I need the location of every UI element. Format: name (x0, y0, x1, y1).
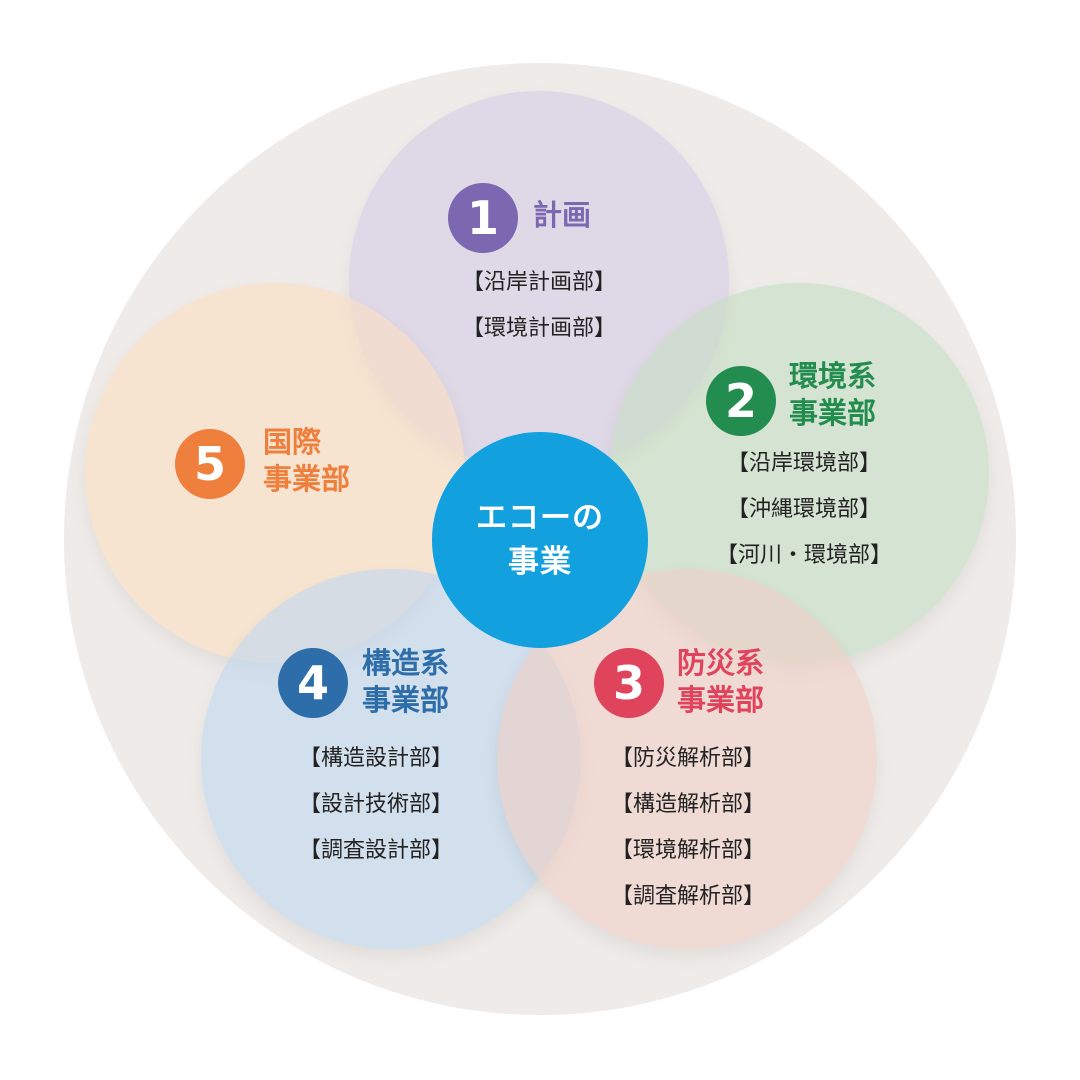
department-item: 【調査解析部】 (610, 884, 765, 909)
environment-department-list: 【沿岸環境部】 【沖縄環境部】 【河川・環境部】 (704, 441, 904, 579)
structure-number-badge: 4 (278, 648, 348, 718)
disaster-number-badge: 3 (594, 648, 664, 718)
environment-heading-line: 環境系 (789, 359, 877, 393)
department-item: 【防災解析部】 (610, 746, 765, 771)
structure-department-list: 【構造設計部】 【設計技術部】 【調査設計部】 (276, 736, 476, 874)
structure-heading-line: 構造系 (362, 646, 450, 680)
international-heading: 国際 事業部 (263, 424, 350, 498)
international-heading-line: 国際 (263, 425, 322, 459)
international-number-badge: 5 (175, 429, 245, 499)
planning-department-list: 【沿岸計画部】 【環境計画部】 (439, 260, 639, 352)
department-item: 【沿岸計画部】 (461, 270, 616, 295)
disaster-heading-line: 防災系 (677, 646, 765, 680)
department-item: 【設計技術部】 (298, 792, 453, 817)
center-title: エコーの 事業 (476, 496, 604, 584)
planning-heading-line: 計画 (533, 198, 592, 232)
department-item: 【沖縄環境部】 (726, 497, 881, 522)
center-circle: エコーの 事業 (432, 432, 648, 648)
department-item: 【調査設計部】 (298, 838, 453, 863)
planning-number-badge: 1 (448, 183, 518, 253)
planning-heading: 計画 (533, 197, 591, 234)
structure-heading: 構造系 事業部 (362, 645, 449, 719)
department-item: 【河川・環境部】 (715, 543, 892, 568)
disaster-heading: 防災系 事業部 (677, 645, 764, 719)
department-item: 【構造解析部】 (610, 792, 765, 817)
disaster-heading-line: 事業部 (677, 683, 765, 717)
environment-heading: 環境系 事業部 (789, 358, 876, 432)
international-heading-line: 事業部 (263, 462, 351, 496)
department-item: 【環境計画部】 (461, 316, 616, 341)
center-title-line2: 事業 (508, 544, 572, 580)
structure-heading-line: 事業部 (362, 683, 450, 717)
environment-heading-line: 事業部 (789, 396, 877, 430)
disaster-department-list: 【防災解析部】 【構造解析部】 【環境解析部】 【調査解析部】 (588, 736, 788, 920)
center-title-line1: エコーの (476, 500, 604, 536)
department-item: 【環境解析部】 (610, 838, 765, 863)
department-item: 【構造設計部】 (298, 746, 453, 771)
department-item: 【沿岸環境部】 (726, 451, 881, 476)
environment-number-badge: 2 (706, 366, 776, 436)
